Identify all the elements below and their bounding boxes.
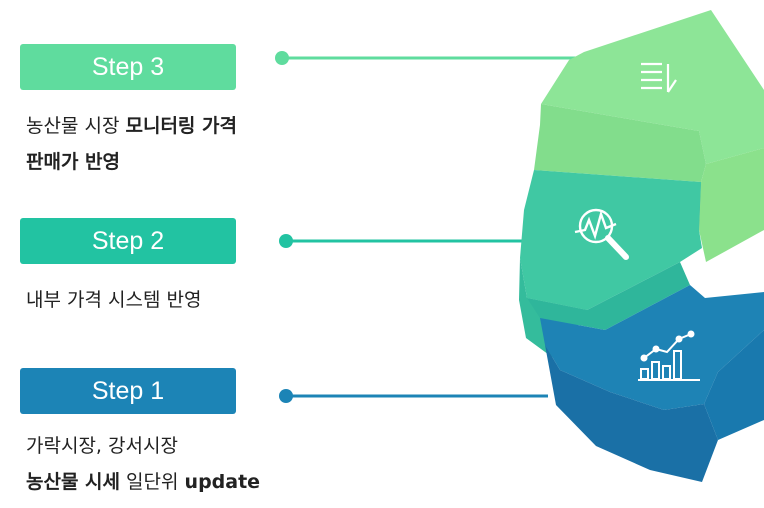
step2-desc-line1: 내부 가격 시스템 반영 bbox=[26, 282, 201, 318]
connector-step1 bbox=[279, 389, 548, 403]
connector-step2 bbox=[279, 234, 540, 248]
step1-desc-bold: 농산물 시세 bbox=[26, 471, 121, 493]
magnifier-chart-icon bbox=[574, 208, 629, 260]
step3-badge: Step 3 bbox=[20, 44, 236, 90]
step3-desc-bold: 모니터링 가격 bbox=[125, 115, 237, 137]
bar-line-chart-icon bbox=[638, 330, 700, 381]
step2-badge: Step 2 bbox=[20, 218, 236, 264]
step1-desc-bold2: update bbox=[184, 471, 261, 493]
list-sort-icon bbox=[641, 62, 677, 93]
step3-desc-line2: 판매가 반영 bbox=[26, 144, 237, 180]
step1-desc-plain: 가락시장, 강서시장 bbox=[26, 435, 178, 457]
step3-description: 농산물 시장 모니터링 가격 판매가 반영 bbox=[26, 108, 237, 180]
step2-desc-plain: 내부 가격 시스템 반영 bbox=[26, 289, 202, 311]
step2-description: 내부 가격 시스템 반영 bbox=[26, 282, 201, 318]
segment-step1 bbox=[540, 285, 764, 482]
step3-desc-line1: 농산물 시장 모니터링 가격 bbox=[26, 108, 237, 144]
step1-desc-line2: 농산물 시세 일단위 update bbox=[26, 464, 260, 500]
step1-badge: Step 1 bbox=[20, 368, 236, 414]
step1-desc-line1: 가락시장, 강서시장 bbox=[26, 428, 260, 464]
step1-desc-plain2: 일단위 bbox=[120, 471, 185, 493]
step1-description: 가락시장, 강서시장 농산물 시세 일단위 update bbox=[26, 428, 260, 500]
step3-desc-plain: 농산물 시장 bbox=[26, 115, 126, 137]
step3-desc-bold2: 판매가 반영 bbox=[26, 151, 121, 173]
connector-step3 bbox=[275, 51, 598, 65]
